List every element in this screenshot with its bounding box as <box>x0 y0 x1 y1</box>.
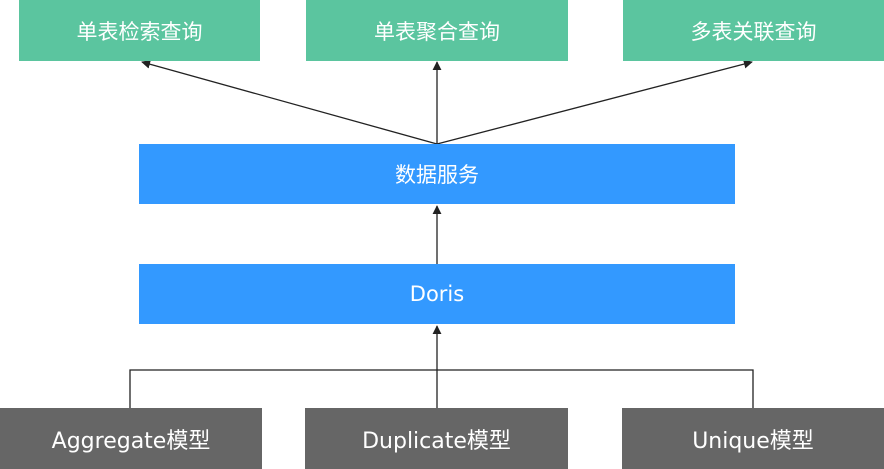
arrow-service-to-query-1 <box>141 59 438 145</box>
query-label: 单表聚合查询 <box>374 19 500 44</box>
model-label: Aggregate模型 <box>51 428 211 454</box>
model-box-unique: Unique模型 <box>622 408 884 469</box>
query-label: 单表检索查询 <box>76 19 203 44</box>
doris-box: Doris <box>139 264 735 324</box>
query-box-single-table-aggregation: 单表聚合查询 <box>306 0 568 61</box>
doris-label: Doris <box>409 282 465 306</box>
model-box-aggregate: Aggregate模型 <box>0 408 262 469</box>
model-label: Duplicate模型 <box>362 428 511 454</box>
arrow-service-to-query-3 <box>436 59 753 145</box>
model-label: Unique模型 <box>692 428 814 454</box>
model-box-duplicate: Duplicate模型 <box>305 408 568 469</box>
model-bracket-line <box>129 369 754 408</box>
data-service-label: 数据服务 <box>395 163 479 187</box>
query-box-single-table-retrieval: 单表检索查询 <box>19 0 260 61</box>
query-label: 多表关联查询 <box>690 19 817 44</box>
query-box-multi-table-join: 多表关联查询 <box>623 0 884 61</box>
data-service-box: 数据服务 <box>139 144 735 204</box>
